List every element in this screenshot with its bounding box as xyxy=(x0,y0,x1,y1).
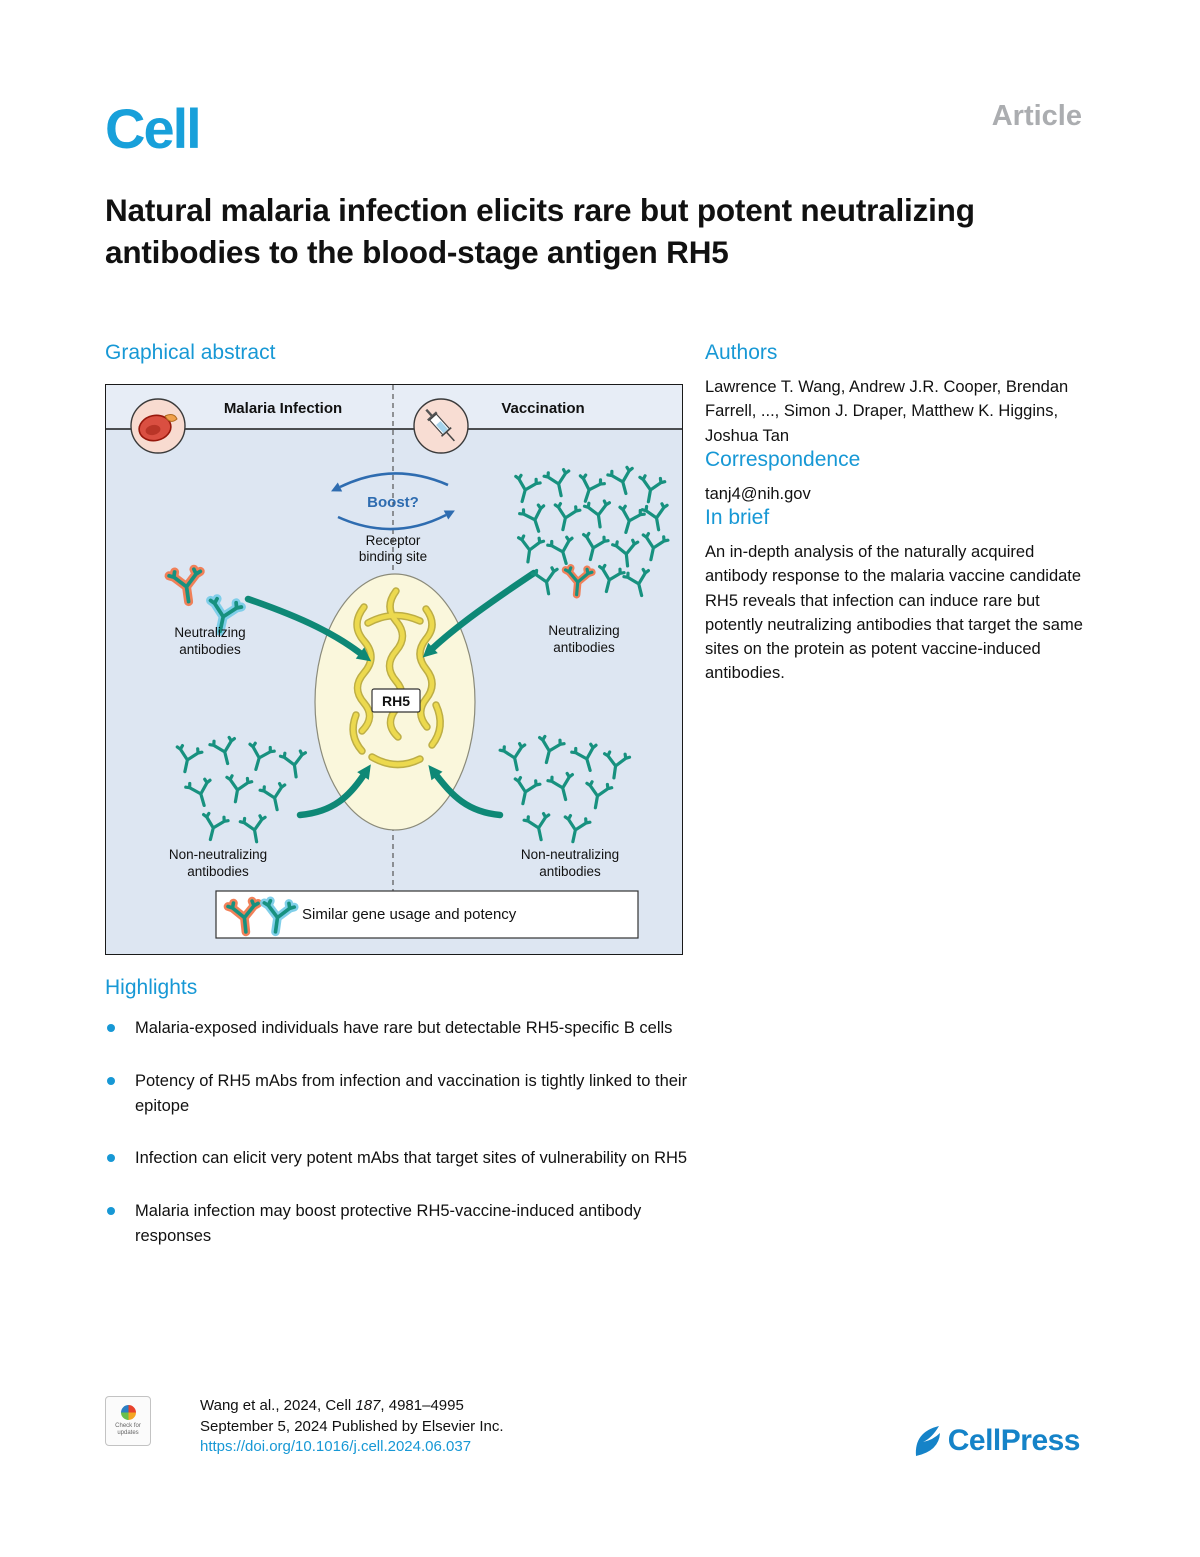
highlight-item: Malaria infection may boost protective R… xyxy=(105,1199,715,1249)
neutralizing-right-label-line1: Neutralizing xyxy=(548,623,619,638)
boost-cycle-arrows xyxy=(331,472,455,531)
correspondence-heading: Correspondence xyxy=(705,447,861,471)
rh5-protein-structure: RH5 xyxy=(314,573,476,831)
highlights-heading: Highlights xyxy=(105,976,198,999)
malaria-infection-label: Malaria Infection xyxy=(224,400,342,417)
bullet-icon xyxy=(107,1154,115,1163)
highlight-item: Infection can elicit very potent mAbs th… xyxy=(105,1146,715,1171)
non-neutralizing-right-label-line1: Non-neutralizing xyxy=(521,847,619,862)
receptor-binding-site-label-line1: Receptor xyxy=(366,533,421,548)
citation-volume: 187 xyxy=(355,1397,381,1414)
similar-gene-usage-box: Similar gene usage and potency xyxy=(215,890,639,939)
bullet-icon xyxy=(107,1076,115,1085)
receptor-binding-site-label-line2: binding site xyxy=(359,549,427,564)
check-for-updates-badge[interactable]: Check for updates xyxy=(105,1396,151,1446)
highlights-list: Malaria-exposed individuals have rare bu… xyxy=(105,1016,715,1249)
red-blood-cell-icon xyxy=(130,398,186,454)
antibody-arrowheads xyxy=(355,642,443,781)
graphical-abstract-figure: Malaria Infection Vaccination xyxy=(105,384,683,955)
in-brief-heading: In brief xyxy=(705,506,770,529)
citation-pre: Wang et al., 2024, Cell xyxy=(200,1397,356,1414)
neutralizing-left-label-line2: antibodies xyxy=(179,642,241,657)
rh5-label: RH5 xyxy=(382,693,410,709)
doi-link[interactable]: https://doi.org/10.1016/j.cell.2024.06.0… xyxy=(200,1438,472,1456)
cellpress-mark-icon xyxy=(915,1426,940,1456)
graphical-abstract-heading: Graphical abstract xyxy=(105,341,276,364)
highlight-item: Potency of RH5 mAbs from infection and v… xyxy=(105,1069,715,1119)
citation-pages: , 4981–4995 xyxy=(380,1397,464,1414)
authors-heading: Authors xyxy=(705,341,778,364)
vaccination-label: Vaccination xyxy=(501,400,584,417)
right-column: Authors Lawrence T. Wang, Andrew J.R. Co… xyxy=(705,341,1097,686)
highlight-item: Malaria-exposed individuals have rare bu… xyxy=(105,1016,715,1041)
neutralizing-right-label-line2: antibodies xyxy=(553,640,615,655)
published-line: September 5, 2024 Published by Elsevier … xyxy=(200,1417,504,1435)
non-neutralizing-right-label-line2: antibodies xyxy=(539,864,601,879)
non-neutralizing-antibodies-left-cluster xyxy=(170,734,311,846)
antibody-arrows xyxy=(244,569,538,819)
check-for-updates-label: Check for updates xyxy=(115,1422,141,1436)
cellpress-wordmark: CellPress xyxy=(947,1424,1081,1457)
figure-header-band xyxy=(106,385,682,429)
article-type-label: Article xyxy=(991,100,1082,132)
page-title: Natural malaria infection elicits rare b… xyxy=(105,192,975,270)
correspondence-email[interactable]: tanj4@nih.gov xyxy=(705,484,811,503)
similar-gene-usage-label: Similar gene usage and potency xyxy=(302,906,517,923)
journal-logo: Cell xyxy=(105,97,202,160)
citation-line: Wang et al., 2024, Cell 187, 4981–4995 xyxy=(200,1396,504,1417)
boost-label: Boost? xyxy=(367,494,419,511)
in-brief-text: An in-depth analysis of the naturally ac… xyxy=(705,543,1083,683)
neutralizing-antibodies-right-cluster xyxy=(508,464,673,601)
bullet-icon xyxy=(107,1207,115,1215)
highlights-section: Highlights Malaria-exposed individuals h… xyxy=(105,976,715,1277)
non-neutralizing-left-label-line1: Non-neutralizing xyxy=(169,847,267,862)
citation-block: Wang et al., 2024, Cell 187, 4981–4995 S… xyxy=(200,1396,504,1458)
neutralizing-left-label-line1: Neutralizing xyxy=(174,625,245,640)
cellpress-logo[interactable]: CellPress xyxy=(912,1424,1081,1458)
crossmark-icon xyxy=(120,1404,136,1420)
author-names: Lawrence T. Wang, Andrew J.R. Cooper, Br… xyxy=(705,378,1069,445)
non-neutralizing-left-label-line2: antibodies xyxy=(187,864,249,879)
syringe-icon xyxy=(413,398,469,454)
bullet-icon xyxy=(107,1024,115,1032)
non-neutralizing-antibodies-right-cluster xyxy=(497,733,632,846)
